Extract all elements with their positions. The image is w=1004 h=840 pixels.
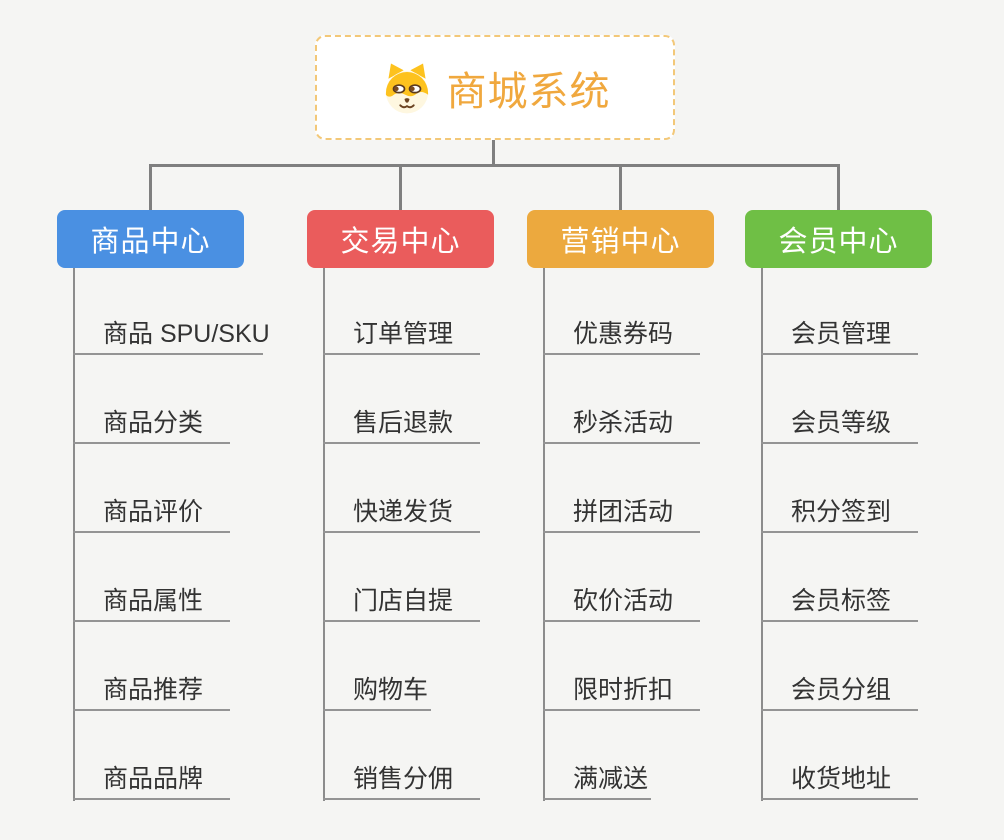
root-title: 商城系统 [446,69,611,114]
connector-root-stem [492,140,495,166]
leaf-node[interactable]: 收货地址 [761,754,918,800]
leaf-node[interactable]: 订单管理 [323,309,480,355]
connector-drop [399,164,402,210]
leaf-node[interactable]: 售后退款 [323,398,480,444]
leaf-node[interactable]: 商品品牌 [73,754,230,800]
leaf-node[interactable]: 商品推荐 [73,665,230,711]
leaf-node[interactable]: 会员分组 [761,665,918,711]
branch-node-member-center[interactable]: 会员中心 [745,210,932,268]
leaf-node[interactable]: 快递发货 [323,487,480,533]
branch-trunk-line [761,268,763,801]
branch-node-trade-center[interactable]: 交易中心 [307,210,494,268]
leaf-node[interactable]: 砍价活动 [543,576,700,622]
leaf-node[interactable]: 优惠券码 [543,309,700,355]
leaf-node[interactable]: 门店自提 [323,576,480,622]
leaf-node[interactable]: 秒杀活动 [543,398,700,444]
doge-icon [385,63,428,113]
leaf-node[interactable]: 会员管理 [761,309,918,355]
connector-drop [619,164,622,210]
root-node[interactable]: 商城系统 [315,35,675,140]
leaf-node[interactable]: 商品评价 [73,487,230,533]
leaf-node[interactable]: 购物车 [323,665,431,711]
branch-trunk-line [543,268,545,801]
branch-node-marketing-center[interactable]: 营销中心 [527,210,714,268]
connector-drop [837,164,840,210]
branch-trunk-line [323,268,325,801]
connector-bus [149,164,840,167]
leaf-node[interactable]: 销售分佣 [323,754,480,800]
branch-node-product-center[interactable]: 商品中心 [57,210,244,268]
leaf-node[interactable]: 会员等级 [761,398,918,444]
leaf-node[interactable]: 商品属性 [73,576,230,622]
leaf-node[interactable]: 商品 SPU/SKU [73,309,270,355]
leaf-node[interactable]: 限时折扣 [543,665,700,711]
branch-trunk-line [73,268,75,801]
connector-drop [149,164,152,210]
leaf-node[interactable]: 积分签到 [761,487,918,533]
leaf-node[interactable]: 满减送 [543,754,651,800]
leaf-node[interactable]: 会员标签 [761,576,918,622]
leaf-node[interactable]: 商品分类 [73,398,230,444]
leaf-node[interactable]: 拼团活动 [543,487,700,533]
